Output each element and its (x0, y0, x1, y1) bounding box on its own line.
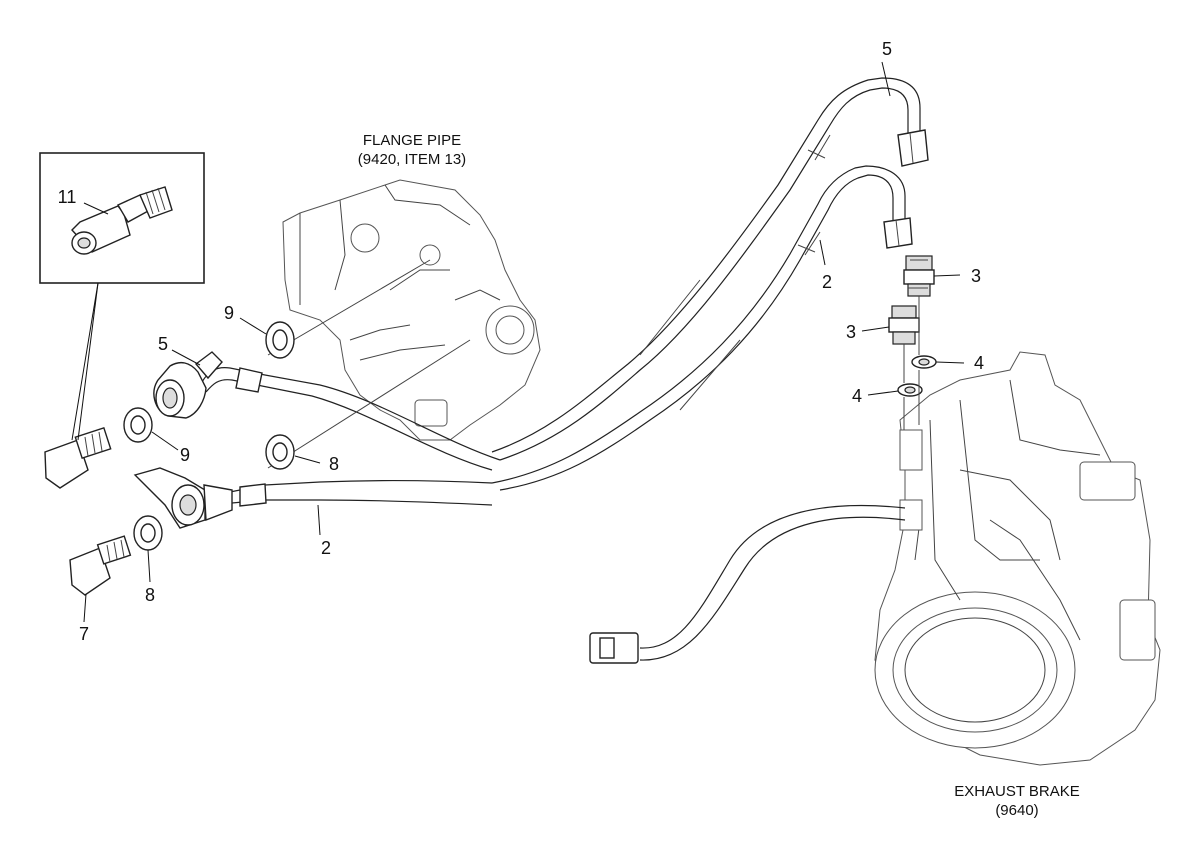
callout-5-left: 5 (158, 334, 168, 354)
flange-pipe-housing (282, 179, 541, 441)
callout-2-bottom: 2 (321, 538, 331, 558)
callout-3-left: 3 (846, 322, 856, 342)
washer-8-top (265, 434, 295, 470)
callout-2-top: 2 (822, 272, 832, 292)
callout-4-left: 4 (852, 386, 862, 406)
banjo-fitting-upper (153, 351, 223, 419)
detail-box-11 (39, 152, 205, 441)
pipe-5-to-flange-leader (267, 259, 431, 356)
pipe-2-upper (491, 165, 906, 491)
washer-4-left (897, 383, 923, 397)
callout-7: 7 (79, 624, 89, 644)
exhaust-brake-unit (874, 351, 1161, 766)
pipe-2-to-flange-leader (267, 339, 471, 469)
callout-4-right: 4 (974, 353, 984, 373)
pipe-2-lower (229, 480, 493, 507)
callout-8-right: 8 (329, 454, 339, 474)
banjo-bolt-7 (69, 535, 132, 596)
fitting-3-left (888, 305, 920, 345)
washer-8-bottom (133, 515, 163, 551)
flange-pipe-caption-1: FLANGE PIPE (363, 132, 461, 149)
exhaust-brake-hose (589, 504, 906, 664)
callout-leaders (83, 61, 965, 623)
washer-9-top (265, 321, 295, 359)
callout-5-top: 5 (882, 39, 892, 59)
exhaust-brake-caption-1: EXHAUST BRAKE (954, 783, 1080, 800)
captions: FLANGE PIPE (9420, ITEM 13) EXHAUST BRAK… (358, 132, 1080, 819)
callout-11: 11 (58, 187, 77, 207)
flange-pipe-caption-2: (9420, ITEM 13) (358, 151, 466, 168)
fitting-3-right (903, 255, 935, 297)
pipe-5-nut (897, 129, 929, 167)
banjo-bolt-upper (44, 427, 112, 489)
banjo-fitting-lower (133, 467, 233, 529)
callout-9-top: 9 (224, 303, 234, 323)
callout-8-left: 8 (145, 585, 155, 605)
callout-3-right: 3 (971, 266, 981, 286)
washer-4-right (911, 355, 937, 369)
exhaust-brake-caption-2: (9640) (995, 802, 1038, 819)
callout-9-bottom: 9 (180, 445, 190, 465)
pipe-2-nut (883, 217, 913, 249)
washer-9-bottom (123, 407, 153, 443)
callout-labels: 5 2 3 3 4 4 9 5 9 8 2 8 7 11 (58, 39, 984, 644)
